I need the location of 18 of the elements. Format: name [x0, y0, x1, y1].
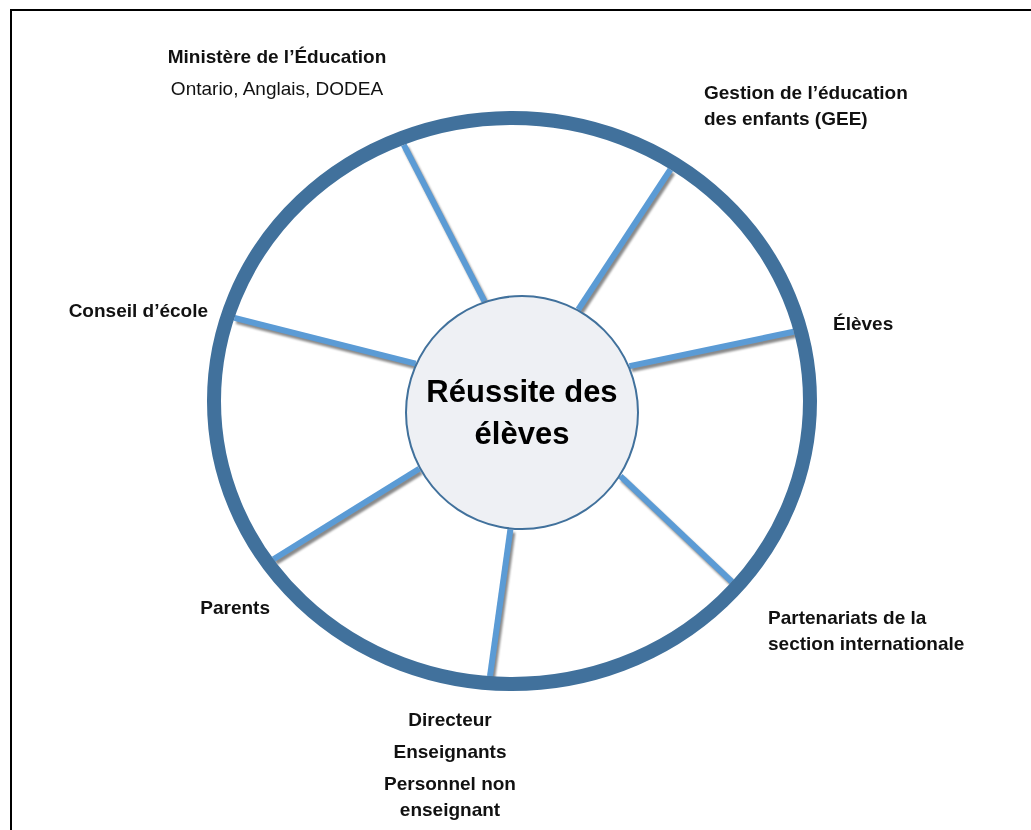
stakeholder-label: Partenariats de la section internationale — [768, 606, 966, 656]
stakeholder-label: Directeur — [407, 708, 493, 732]
stakeholder-label: Gestion de l’éducation des enfants (GEE) — [704, 81, 909, 131]
stakeholder-label: Enseignants — [392, 740, 508, 764]
spoke-line — [618, 473, 734, 584]
stakeholder-label: Ontario, Anglais, DODEA — [169, 77, 385, 101]
spoke-line — [401, 143, 488, 303]
spoke-line — [628, 328, 795, 370]
stakeholder-label: Parents — [199, 596, 270, 620]
center-text: Réussite des élèves — [425, 372, 619, 453]
stakeholder-label: Conseil d’école — [67, 299, 208, 323]
spoke-line — [233, 315, 417, 367]
spoke-line — [487, 529, 514, 677]
spoke-line — [271, 466, 421, 562]
stakeholder-label: Ministère de l’Éducation — [166, 45, 388, 69]
stakeholder-label: Personnel non enseignant — [383, 772, 517, 822]
stakeholder-label: Élèves — [833, 312, 895, 336]
spoke-line — [575, 167, 673, 312]
